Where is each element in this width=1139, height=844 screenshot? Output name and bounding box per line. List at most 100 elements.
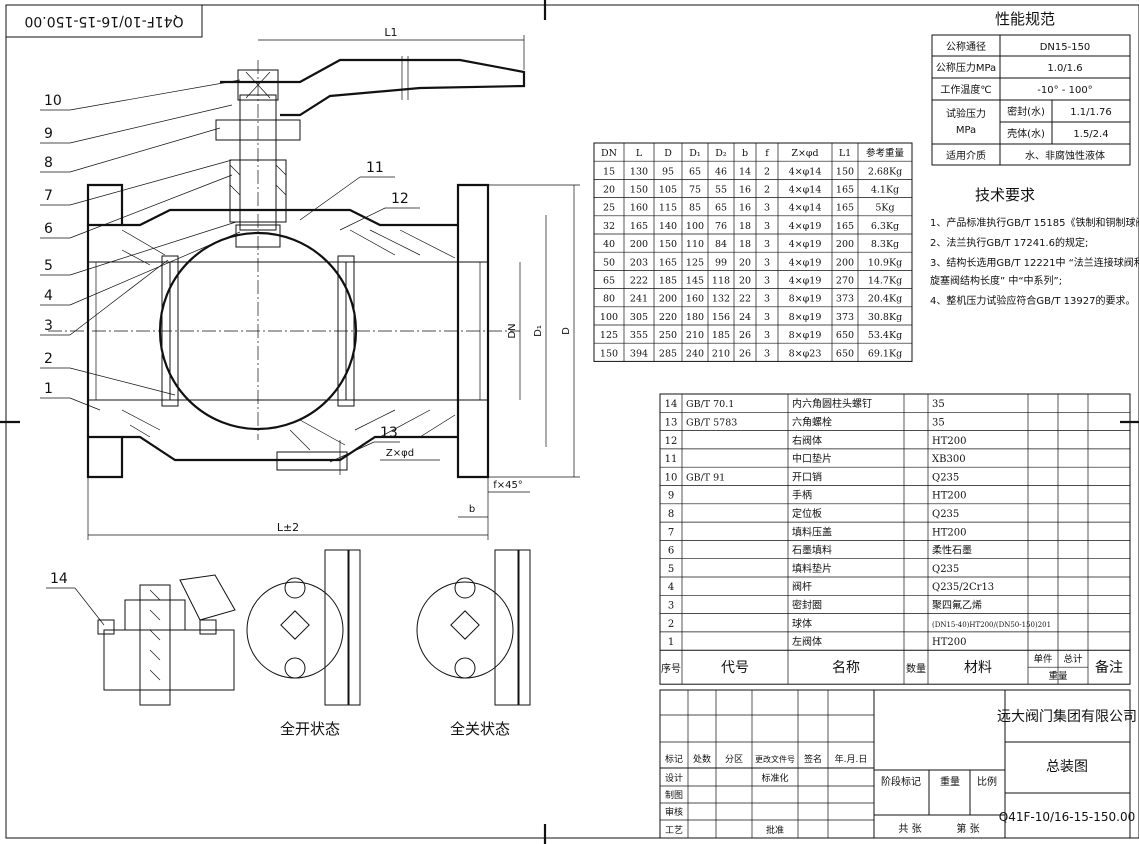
bom-cell: XB300 bbox=[932, 454, 966, 465]
bom-cell: HT200 bbox=[932, 436, 966, 447]
bom-cell: 聚四氟乙烯 bbox=[932, 598, 982, 611]
rev-zone: 分区 bbox=[725, 754, 743, 765]
dim-table-cell: 69.1Kg bbox=[868, 348, 902, 359]
role-design: 设计 bbox=[665, 772, 683, 784]
bom-cell: 10 bbox=[665, 472, 678, 483]
perf-medium-label: 适用介质 bbox=[946, 150, 986, 162]
bom-header: 总计 bbox=[1063, 653, 1083, 665]
dim-table-cell: 156 bbox=[712, 312, 730, 323]
dim-table-cell: 160 bbox=[686, 294, 704, 305]
leader-callouts: 10 9 8 7 6 5 4 3 2 1 11 12 13 bbox=[40, 79, 420, 463]
dim-table-cell: 373 bbox=[836, 312, 854, 323]
dim-table-cell: 80 bbox=[603, 294, 615, 305]
dim-table-cell: 8×φ23 bbox=[789, 348, 822, 359]
dim-table-cell: 100 bbox=[600, 312, 618, 323]
dim-table-cell: 95 bbox=[662, 166, 674, 177]
bom-cell: 11 bbox=[665, 454, 678, 465]
dim-table-cell: 200 bbox=[836, 257, 854, 268]
dim-table-cell: 5Kg bbox=[875, 203, 894, 214]
dim-table-cell: 222 bbox=[630, 276, 648, 287]
dim-table-cell: 8×φ19 bbox=[789, 330, 822, 341]
dim-table-cell: 4×φ19 bbox=[789, 221, 822, 232]
dim-D: D bbox=[561, 327, 572, 335]
bom-cell: 定位板 bbox=[792, 507, 822, 520]
dim-table-cell: 165 bbox=[659, 257, 677, 268]
dim-table-cell: 150 bbox=[836, 166, 854, 177]
technical-requirements: 技术要求 1、产品标准执行GB/T 15185《铁制和铜制球阀》; 2、法兰执行… bbox=[930, 186, 1139, 307]
dim-table-cell: 2.68Kg bbox=[868, 166, 902, 177]
dim-table-cell: 125 bbox=[686, 257, 704, 268]
tech-item-3b: 旋塞阀结构长度” 中“中系列”; bbox=[930, 274, 1062, 287]
dim-L1: L1 bbox=[384, 26, 397, 39]
dimensions: L1 L±2 DN D₁ D Z×φd f×45° b bbox=[87, 26, 580, 540]
dim-table-cell: 8.3Kg bbox=[871, 239, 899, 250]
rev-doc: 更改文件号 bbox=[755, 754, 795, 764]
dim-table-cell: 150 bbox=[600, 348, 618, 359]
role-check: 审核 bbox=[665, 806, 683, 818]
title-block: 标记 处数 分区 更改文件号 签名 年.月.日 设计 制图 审核 工艺 标准化 … bbox=[659, 689, 1137, 839]
dim-table-cell: 3 bbox=[764, 239, 770, 250]
tech-item-2: 2、法兰执行GB/T 17241.6的规定; bbox=[930, 236, 1088, 249]
bom-cell: 6 bbox=[668, 546, 674, 557]
dim-table-cell: 140 bbox=[659, 221, 677, 232]
leader-3: 3 bbox=[44, 318, 53, 334]
dim-f45: f×45° bbox=[493, 480, 523, 491]
bom-header: 数量 bbox=[906, 662, 926, 675]
dim-table-cell: 115 bbox=[659, 203, 677, 214]
open-state-label: 全开状态 bbox=[280, 720, 340, 738]
bom-header: 名称 bbox=[832, 660, 860, 676]
dim-table-cell: 165 bbox=[836, 203, 854, 214]
bom-cell: 柔性石墨 bbox=[932, 544, 972, 557]
dim-table-cell: 3 bbox=[764, 221, 770, 232]
tech-title: 技术要求 bbox=[975, 186, 1035, 204]
open-state-view: 全开状态 bbox=[246, 549, 361, 738]
bom-header: 代号 bbox=[721, 660, 749, 676]
closed-state-label: 全关状态 bbox=[450, 720, 510, 738]
dim-table-cell: 65 bbox=[689, 166, 701, 177]
bom-cell: GB/T 91 bbox=[686, 472, 725, 483]
bom-cell: 4 bbox=[668, 582, 674, 593]
dim-table-cell: 305 bbox=[630, 312, 648, 323]
dim-table-cell: 25 bbox=[603, 203, 615, 214]
bom-cell: Q235 bbox=[932, 472, 959, 483]
rev-sign: 签名 bbox=[804, 753, 822, 765]
dim-table-cell: 65 bbox=[715, 203, 727, 214]
perf-test-unit: MPa bbox=[956, 125, 976, 136]
dim-table-cell: 85 bbox=[689, 203, 701, 214]
dim-table-header: D₁ bbox=[689, 148, 701, 159]
bom-header: 材料 bbox=[964, 660, 992, 676]
leader-14: 14 bbox=[50, 571, 68, 587]
bom-cell: HT200 bbox=[932, 527, 966, 538]
closed-state-view: 全关状态 bbox=[416, 549, 531, 738]
dim-table-cell: 18 bbox=[739, 221, 751, 232]
perf-value-pn: 1.0/1.6 bbox=[1047, 63, 1082, 74]
perf-value-temp: -10° - 100° bbox=[1037, 85, 1092, 96]
dim-table-cell: 220 bbox=[659, 312, 677, 323]
dim-table-cell: 20.4Kg bbox=[868, 294, 902, 305]
bom-cell: (DN15-40)HT200/(DN50-150)201 bbox=[932, 621, 1051, 629]
tb-scale: 比例 bbox=[977, 775, 997, 788]
dim-table-cell: 3 bbox=[764, 348, 770, 359]
detail-view-14: 14 bbox=[46, 571, 236, 706]
dim-table-cell: 250 bbox=[659, 330, 677, 341]
bom-cell: 内六角圆柱头螺钉 bbox=[792, 397, 872, 410]
dim-table-cell: 165 bbox=[836, 185, 854, 196]
bom-cell: GB/T 5783 bbox=[686, 417, 737, 428]
dim-table-cell: 130 bbox=[630, 166, 648, 177]
bom-cell: 14 bbox=[665, 399, 678, 410]
dim-table-cell: 10.9Kg bbox=[868, 257, 902, 268]
bom-cell: 阀杆 bbox=[792, 580, 812, 593]
bom-cell: 石墨填料 bbox=[792, 544, 832, 557]
perf-seal-label: 密封(水) bbox=[1007, 105, 1045, 118]
leader-11: 11 bbox=[366, 160, 384, 176]
dim-table-cell: 4×φ14 bbox=[789, 185, 822, 196]
dim-table-cell: 180 bbox=[686, 312, 704, 323]
leader-13: 13 bbox=[380, 425, 398, 441]
dim-table-cell: 84 bbox=[715, 239, 727, 250]
dim-table-cell: 240 bbox=[686, 348, 704, 359]
rev-mark: 标记 bbox=[665, 753, 683, 765]
leader-5: 5 bbox=[44, 258, 53, 274]
dim-table-cell: 200 bbox=[630, 239, 648, 250]
dim-table-cell: 32 bbox=[603, 221, 615, 232]
dim-table-cell: 6.3Kg bbox=[871, 221, 899, 232]
